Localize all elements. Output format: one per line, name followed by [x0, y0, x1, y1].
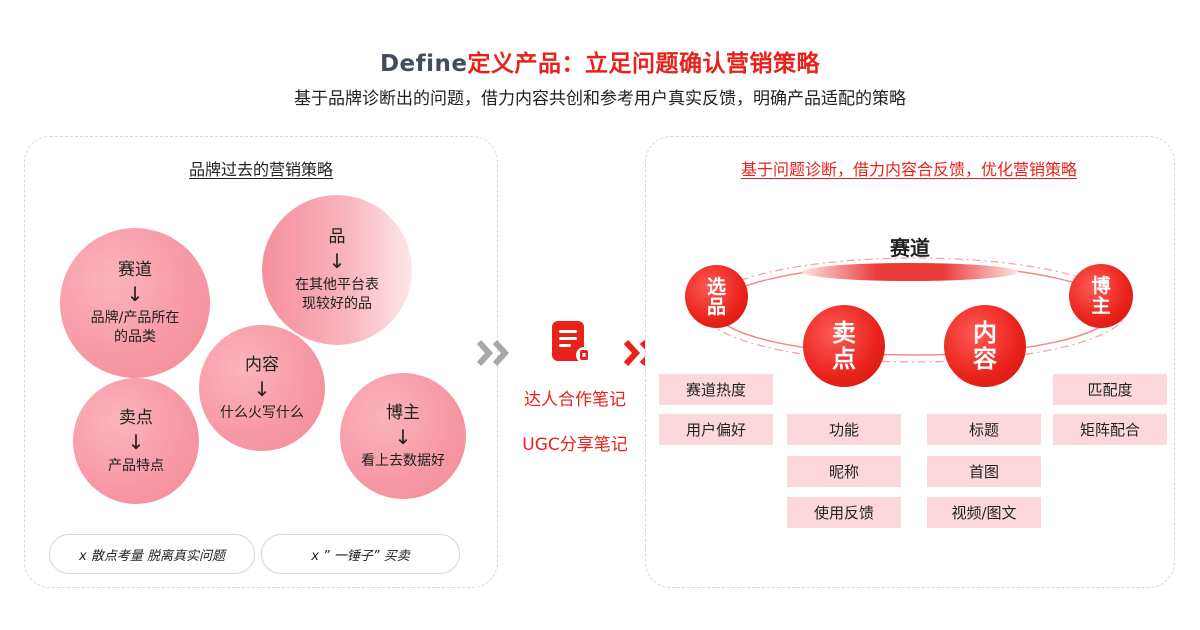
left-panel-title: 品牌过去的营销策略	[188, 160, 333, 179]
bubble-blogger: 博主 ↓ 看上去数据好	[340, 373, 466, 499]
bubble-desc: 品牌/产品所在	[90, 310, 180, 326]
cycle-ring	[702, 257, 1128, 363]
page-title-en: Define	[379, 51, 468, 77]
node-char: 主	[1091, 295, 1111, 317]
down-arrow-icon: ↓	[253, 376, 271, 401]
node-selling-point: 卖点	[803, 305, 885, 387]
document-note-icon	[552, 321, 592, 363]
bubble-desc: 现较好的品	[302, 296, 372, 312]
label-ugc-notes: UGC分享笔记	[522, 435, 628, 455]
bubble-desc: 看上去数据好	[361, 452, 445, 469]
bubble-desc: 产品特点	[108, 457, 164, 474]
track-label: 赛道	[890, 236, 930, 260]
tag-track-heat: 赛道热度	[659, 374, 773, 405]
bubble-desc: 在其他平台表	[295, 277, 379, 293]
pill-scattered: x 散点考量 脱离真实问题	[49, 534, 255, 574]
tag-nickname: 昵称	[787, 456, 901, 487]
tag-video-image-text: 视频/图文	[927, 497, 1041, 528]
down-arrow-icon: ↓	[328, 249, 346, 273]
tag-usage-feedback: 使用反馈	[787, 497, 901, 528]
tag-cover-image: 首图	[927, 456, 1041, 487]
bubble-desc: 什么火写什么	[220, 404, 304, 421]
down-arrow-icon: ↓	[127, 429, 145, 454]
node-select-product: 选品	[685, 265, 748, 328]
label-influencer-notes: 达人合作笔记	[524, 390, 626, 410]
pill-one-off: x ” 一锤子” 买卖	[261, 534, 460, 574]
down-arrow-icon: ↓	[394, 424, 412, 449]
node-char: 内	[973, 319, 997, 347]
bubble-title: 赛道	[118, 260, 152, 280]
tag-title: 标题	[927, 414, 1041, 445]
bubble-product: 品 ↓ 在其他平台表 现较好的品	[262, 195, 412, 345]
node-char: 容	[973, 345, 997, 373]
node-char: 点	[832, 345, 856, 373]
node-char: 品	[706, 295, 726, 318]
bubble-track: 赛道 ↓ 品牌/产品所在 的品类	[60, 228, 210, 378]
node-blogger: 博主	[1069, 264, 1133, 328]
node-char: 博	[1091, 275, 1111, 297]
node-char: 选	[706, 275, 726, 298]
bubble-desc: 的品类	[114, 329, 156, 345]
bubble-content: 内容 ↓ 什么火写什么	[199, 325, 325, 451]
page-subtitle: 基于品牌诊断出的问题，借力内容共创和参考用户真实反馈，明确产品适配的策略	[294, 89, 906, 109]
down-arrow-icon: ↓	[126, 282, 144, 306]
bubble-selling-point: 卖点 ↓ 产品特点	[73, 378, 199, 504]
right-panel	[645, 136, 1175, 588]
bubble-title: 内容	[245, 354, 279, 375]
page-title-cn: 定义产品：立足问题确认营销策略	[467, 51, 821, 77]
bubble-title: 卖点	[119, 407, 153, 428]
page-title: Define定义产品：立足问题确认营销策略	[0, 44, 1200, 78]
right-panel-title: 基于问题诊断，借力内容合反馈，优化营销策略	[740, 160, 1077, 179]
tag-matrix-coordination: 矩阵配合	[1053, 414, 1167, 445]
bubble-title: 博主	[386, 402, 420, 423]
tag-user-preference: 用户偏好	[659, 414, 773, 445]
double-chevron-gray-icon	[476, 339, 510, 367]
tag-match-degree: 匹配度	[1053, 374, 1167, 405]
node-content: 内容	[944, 305, 1026, 387]
bubble-title: 品	[328, 227, 346, 247]
node-char: 卖	[832, 319, 856, 347]
tag-function: 功能	[787, 414, 901, 445]
